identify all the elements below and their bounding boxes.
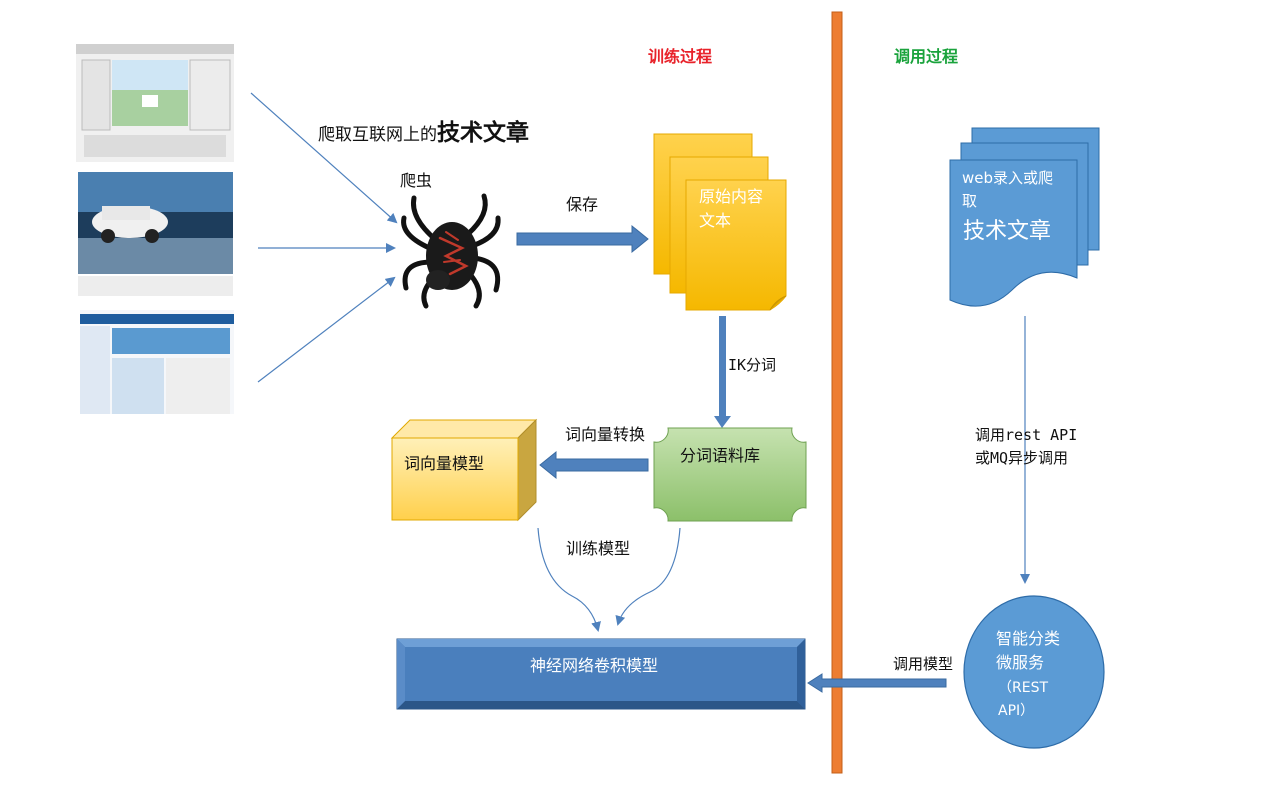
save-label: 保存: [566, 195, 598, 214]
website-thumbnail-1: [76, 44, 234, 162]
spider-icon: [401, 193, 501, 309]
crawl-arrow-1: [250, 92, 398, 224]
crawl-caption: 爬取互联网上的技术文章: [318, 119, 529, 146]
calling-heading: 调用过程: [894, 47, 958, 66]
web-doc-line1: web录入或爬: [962, 169, 1053, 187]
save-arrow: [516, 224, 649, 254]
rest-label-line1: 调用rest API: [975, 426, 1077, 444]
website-thumbnail-3: [80, 300, 234, 414]
service-line4: API）: [998, 703, 1034, 719]
train-arrow-right: [615, 527, 681, 626]
w2v-arrow: [539, 450, 649, 480]
train-arrow-left: [537, 527, 601, 632]
ik-arrow-shaft: [719, 316, 726, 416]
ik-arrow-head: [714, 416, 731, 428]
spider-label: 爬虫: [400, 171, 432, 190]
corpus-plaque: [653, 427, 807, 522]
cnn-model-label: 神经网络卷积模型: [530, 656, 658, 675]
train-label: 训练模型: [566, 539, 630, 558]
rest-label-line2: 或MQ异步调用: [975, 449, 1068, 467]
call-model-label: 调用模型: [893, 655, 953, 673]
word-vector-model-cube: [390, 418, 538, 522]
training-heading: 训练过程: [648, 47, 712, 66]
web-input-documents: [949, 127, 1100, 307]
w2v-label: 词向量转换: [565, 425, 645, 444]
corpus-label: 分词语料库: [680, 446, 760, 465]
service-line3: （REST: [998, 680, 1048, 696]
word-vector-model-label: 词向量模型: [404, 454, 484, 473]
web-doc-line2: 取: [962, 192, 977, 210]
classification-service-circle: [963, 595, 1105, 749]
raw-text-documents: [653, 133, 787, 311]
web-doc-line3: 技术文章: [963, 219, 1051, 244]
ik-label: IK分词: [728, 356, 776, 374]
crawl-arrow-3: [257, 276, 396, 383]
process-divider: [831, 11, 843, 774]
website-thumbnail-2: [78, 172, 233, 296]
raw-text-line1: 原始内容: [699, 187, 763, 206]
raw-text-line2: 文本: [699, 211, 731, 230]
service-line2: 微服务: [996, 653, 1044, 672]
cnn-model-box: [396, 638, 806, 710]
service-line1: 智能分类: [996, 629, 1060, 648]
call-model-arrow: [807, 673, 947, 693]
